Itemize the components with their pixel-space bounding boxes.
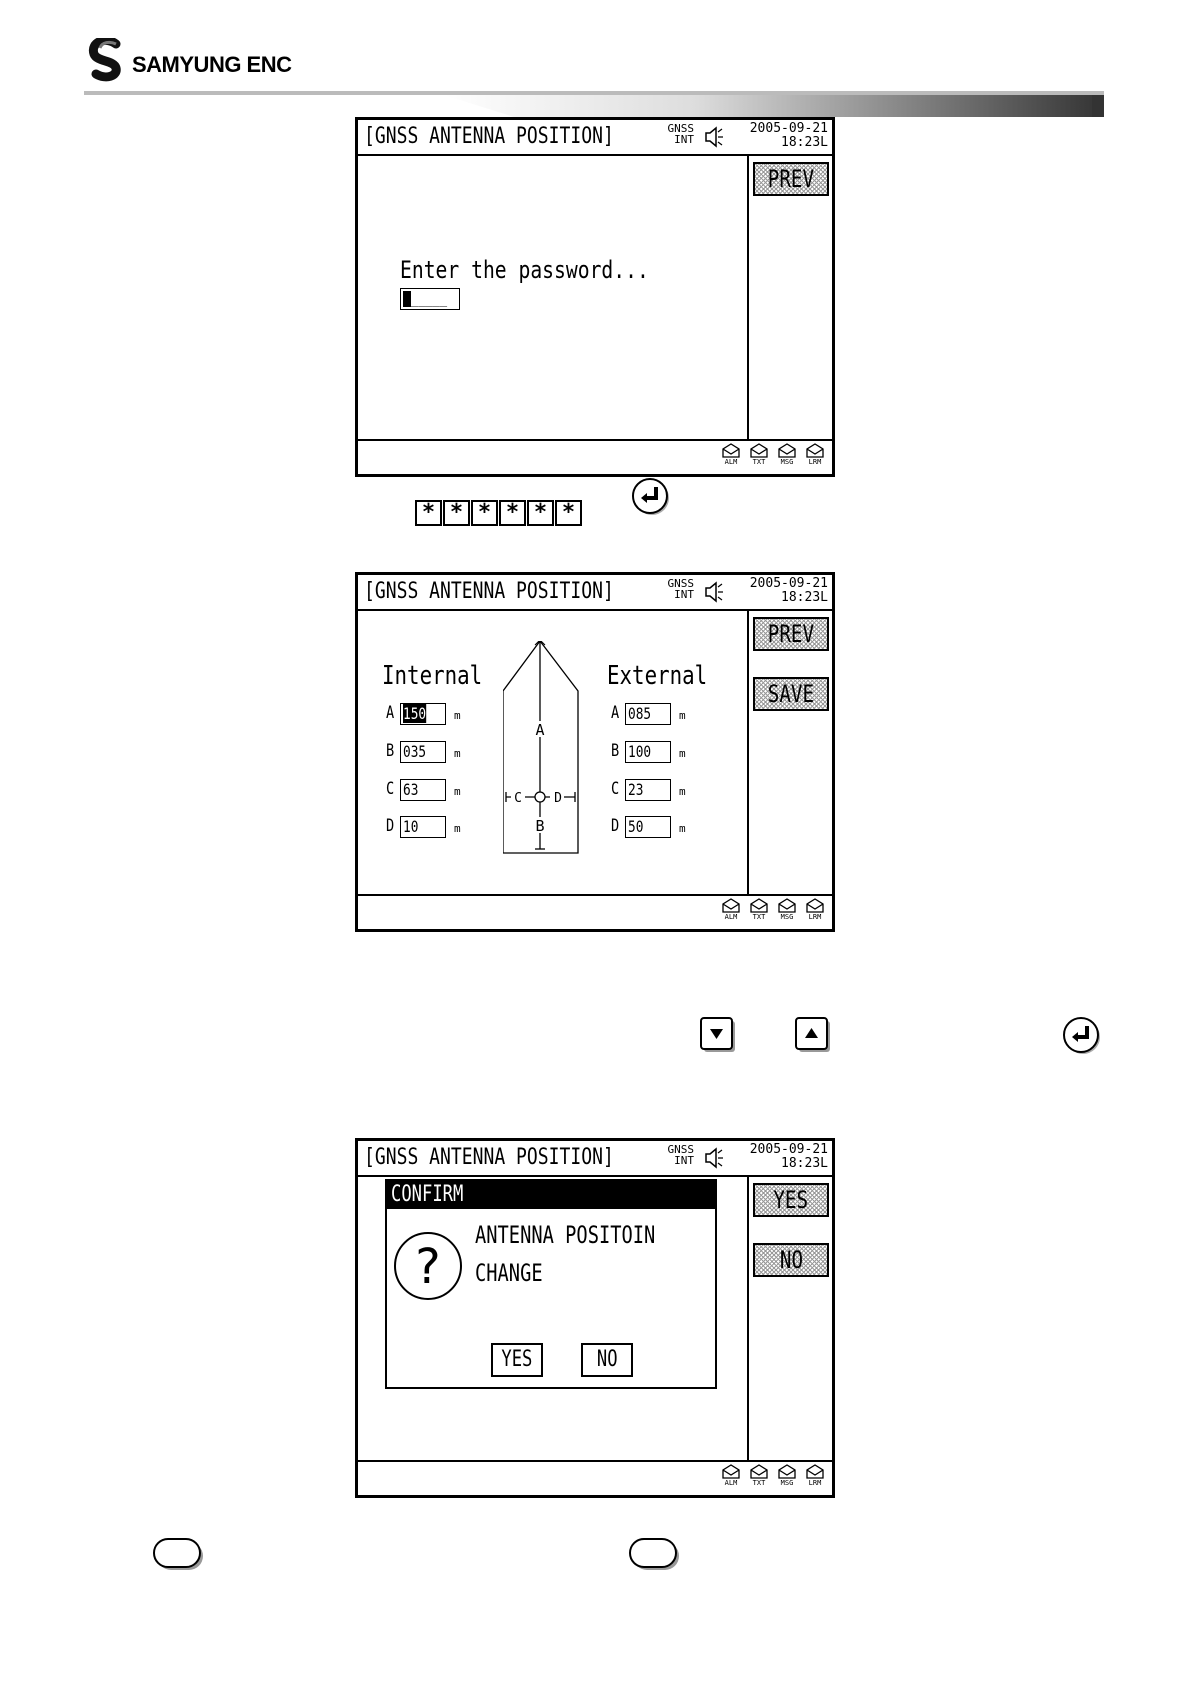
dialog-message-line1: ANTENNA POSITOIN (475, 1221, 656, 1249)
message-icon[interactable]: MSG (774, 1464, 800, 1496)
message-icon[interactable]: MSG (774, 443, 800, 475)
ship-label-a: A (535, 721, 544, 739)
speaker-icon (705, 581, 723, 603)
ship-diagram: A B C D (503, 641, 579, 854)
lrm-icon[interactable]: LRM (802, 443, 828, 475)
blank-key-right[interactable] (629, 1538, 681, 1572)
screen-title: [GNSS ANTENNA POSITION] (364, 579, 614, 604)
ship-label-b: B (535, 817, 544, 835)
lrm-icon[interactable]: LRM (802, 1464, 828, 1496)
external-c-input[interactable]: 23 (625, 779, 671, 801)
ship-label-c: C (514, 791, 522, 806)
screen-title: [GNSS ANTENNA POSITION] (364, 1145, 614, 1170)
external-a-input[interactable]: 085 (625, 703, 671, 725)
alarm-icon[interactable]: ALM (718, 1464, 744, 1496)
enter-icon[interactable] (1062, 1016, 1102, 1056)
password-prompt: Enter the password... (400, 256, 649, 284)
external-b-input[interactable]: 100 (625, 741, 671, 763)
star-key[interactable]: * (499, 500, 526, 526)
internal-heading: Internal (382, 661, 483, 691)
confirm-dialog: CONFIRM ? ANTENNA POSITOIN CHANGE YES NO (385, 1179, 717, 1389)
softkey-yes[interactable]: YES (753, 1183, 829, 1217)
softkey-save[interactable]: SAVE (753, 677, 829, 711)
star-key[interactable]: * (527, 500, 554, 526)
text-icon[interactable]: TXT (746, 1464, 772, 1496)
ship-label-d: D (554, 791, 562, 806)
brand-name: SAMYUNG ENC (132, 52, 292, 77)
password-input[interactable]: _____ (400, 288, 460, 310)
status-icons: ALM TXT MSG LRM (718, 898, 830, 930)
samyung-logo-icon (88, 38, 121, 82)
status-icons: ALM TXT MSG LRM (718, 443, 830, 475)
star-key[interactable]: * (415, 500, 442, 526)
internal-a-input[interactable]: 150 (400, 703, 446, 725)
alarm-icon[interactable]: ALM (718, 898, 744, 930)
enter-icon[interactable] (631, 477, 671, 517)
external-heading: External (607, 661, 708, 691)
internal-b-input[interactable]: 035 (400, 741, 446, 763)
softkey-prev[interactable]: PREV (753, 617, 829, 651)
star-key[interactable]: * (471, 500, 498, 526)
star-key[interactable]: * (555, 500, 582, 526)
message-icon[interactable]: MSG (774, 898, 800, 930)
star-key[interactable]: * (443, 500, 470, 526)
dialog-yes-button[interactable]: YES (491, 1343, 543, 1377)
alarm-icon[interactable]: ALM (718, 443, 744, 475)
dialog-no-button[interactable]: NO (581, 1343, 633, 1377)
text-icon[interactable]: TXT (746, 443, 772, 475)
internal-d-input[interactable]: 10 (400, 816, 446, 838)
speaker-icon (705, 126, 723, 148)
svg-text:?: ? (415, 1239, 440, 1295)
question-icon: ? (394, 1232, 462, 1300)
external-d-input[interactable]: 50 (625, 816, 671, 838)
blank-key-left[interactable] (153, 1538, 205, 1572)
dialog-message-line2: CHANGE (475, 1259, 543, 1287)
speaker-icon (705, 1147, 723, 1169)
softkey-no[interactable]: NO (753, 1243, 829, 1277)
up-arrow-icon[interactable] (795, 1017, 831, 1053)
header-divider (84, 91, 1104, 117)
lrm-icon[interactable]: LRM (802, 898, 828, 930)
screen-title: [GNSS ANTENNA POSITION] (364, 124, 614, 149)
status-icons: ALM TXT MSG LRM (718, 1464, 830, 1496)
internal-c-input[interactable]: 63 (400, 779, 446, 801)
text-icon[interactable]: TXT (746, 898, 772, 930)
down-arrow-icon[interactable] (700, 1017, 736, 1053)
softkey-prev[interactable]: PREV (753, 162, 829, 196)
dialog-title: CONFIRM (387, 1181, 715, 1209)
